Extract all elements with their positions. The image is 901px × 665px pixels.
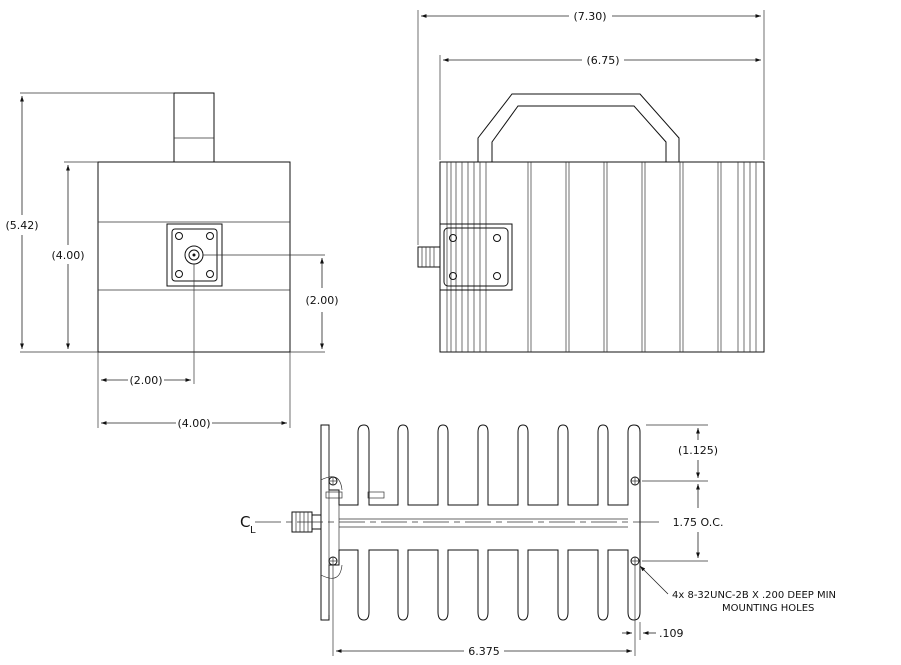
side-body-length-label: (6.75) [586, 54, 619, 67]
top-fin-outline [320, 424, 641, 621]
centerline-symbol: C [240, 513, 250, 531]
hole-note-line1: 4x 8-32UNC-2B X .200 DEEP MIN [672, 590, 836, 601]
front-top-connector [173, 92, 215, 163]
front-connector-offset-label: (2.00) [129, 374, 162, 387]
hole-span-label: 6.375 [468, 645, 500, 658]
side-handle [477, 93, 680, 162]
side-overall-length-label: (7.30) [573, 10, 606, 23]
hole-spacing-label: 1.75 O.C. [673, 516, 724, 529]
side-body [439, 161, 765, 353]
side-view: (7.30) (6.75) [417, 10, 765, 353]
front-body-height-label: (4.00) [51, 249, 84, 262]
side-connector [417, 246, 441, 268]
hole-offset-label: (1.125) [678, 444, 718, 457]
hole-note-line2: MOUNTING HOLES [722, 603, 814, 614]
front-body-width-label: (4.00) [177, 417, 210, 430]
front-view: (5.42) (4.00) (2.00) (2.00) (4.00) [5, 92, 339, 430]
top-view: C L (1.125) 1.75 O.C. 4x 8-32UNC-2B X .2… [240, 424, 836, 658]
centerline-subscript: L [250, 525, 256, 536]
side-fins [446, 162, 757, 352]
front-overall-height-label: (5.42) [5, 219, 38, 232]
edge-margin-label: .109 [659, 627, 684, 640]
front-connector-height-label: (2.00) [305, 294, 338, 307]
